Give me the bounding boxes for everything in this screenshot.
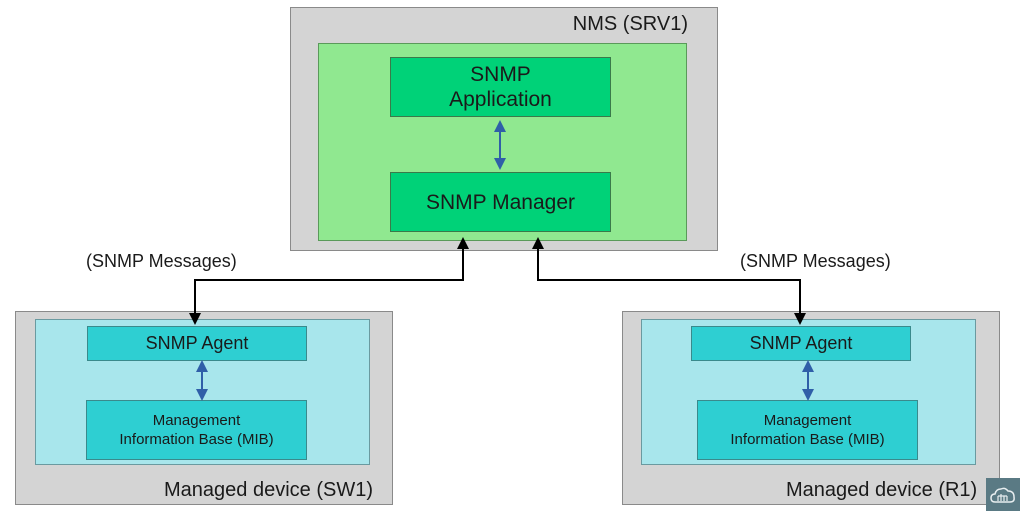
snmp-manager-label: SNMP Manager: [425, 190, 575, 214]
mib-line1: Management: [152, 412, 241, 429]
sw1-message-path: [194, 243, 464, 318]
device-sw1-title: Managed device (SW1): [164, 479, 373, 501]
snmp-manager-box: SNMP Manager: [390, 172, 611, 232]
snmp-application-box: SNMP Application: [390, 57, 611, 117]
mib-line2: Information Base (MIB): [730, 431, 885, 448]
device-sw1-agent-label: SNMP Agent: [145, 333, 249, 353]
snmp-application-label: SNMP Application: [449, 63, 552, 111]
sw1-message-arrow-up: [457, 237, 469, 249]
r1-message-path: [537, 243, 801, 318]
device-r1-agent-box: SNMP Agent: [691, 326, 911, 361]
right-messages-label: (SNMP Messages): [740, 251, 891, 271]
device-r1-title: Managed device (R1): [786, 479, 978, 501]
device-r1-agent-label: SNMP Agent: [749, 333, 853, 353]
mib-line1: Management: [763, 412, 852, 429]
nms-title: NMS (SRV1): [572, 13, 688, 35]
mib-line2: Information Base (MIB): [119, 431, 274, 448]
r1-message-arrow-up: [532, 237, 544, 249]
r1-message-arrow-down: [794, 313, 806, 325]
sw1-message-arrow-down: [189, 313, 201, 325]
cloud-logo-icon: [986, 478, 1020, 511]
left-messages-label: (SNMP Messages): [86, 251, 237, 271]
